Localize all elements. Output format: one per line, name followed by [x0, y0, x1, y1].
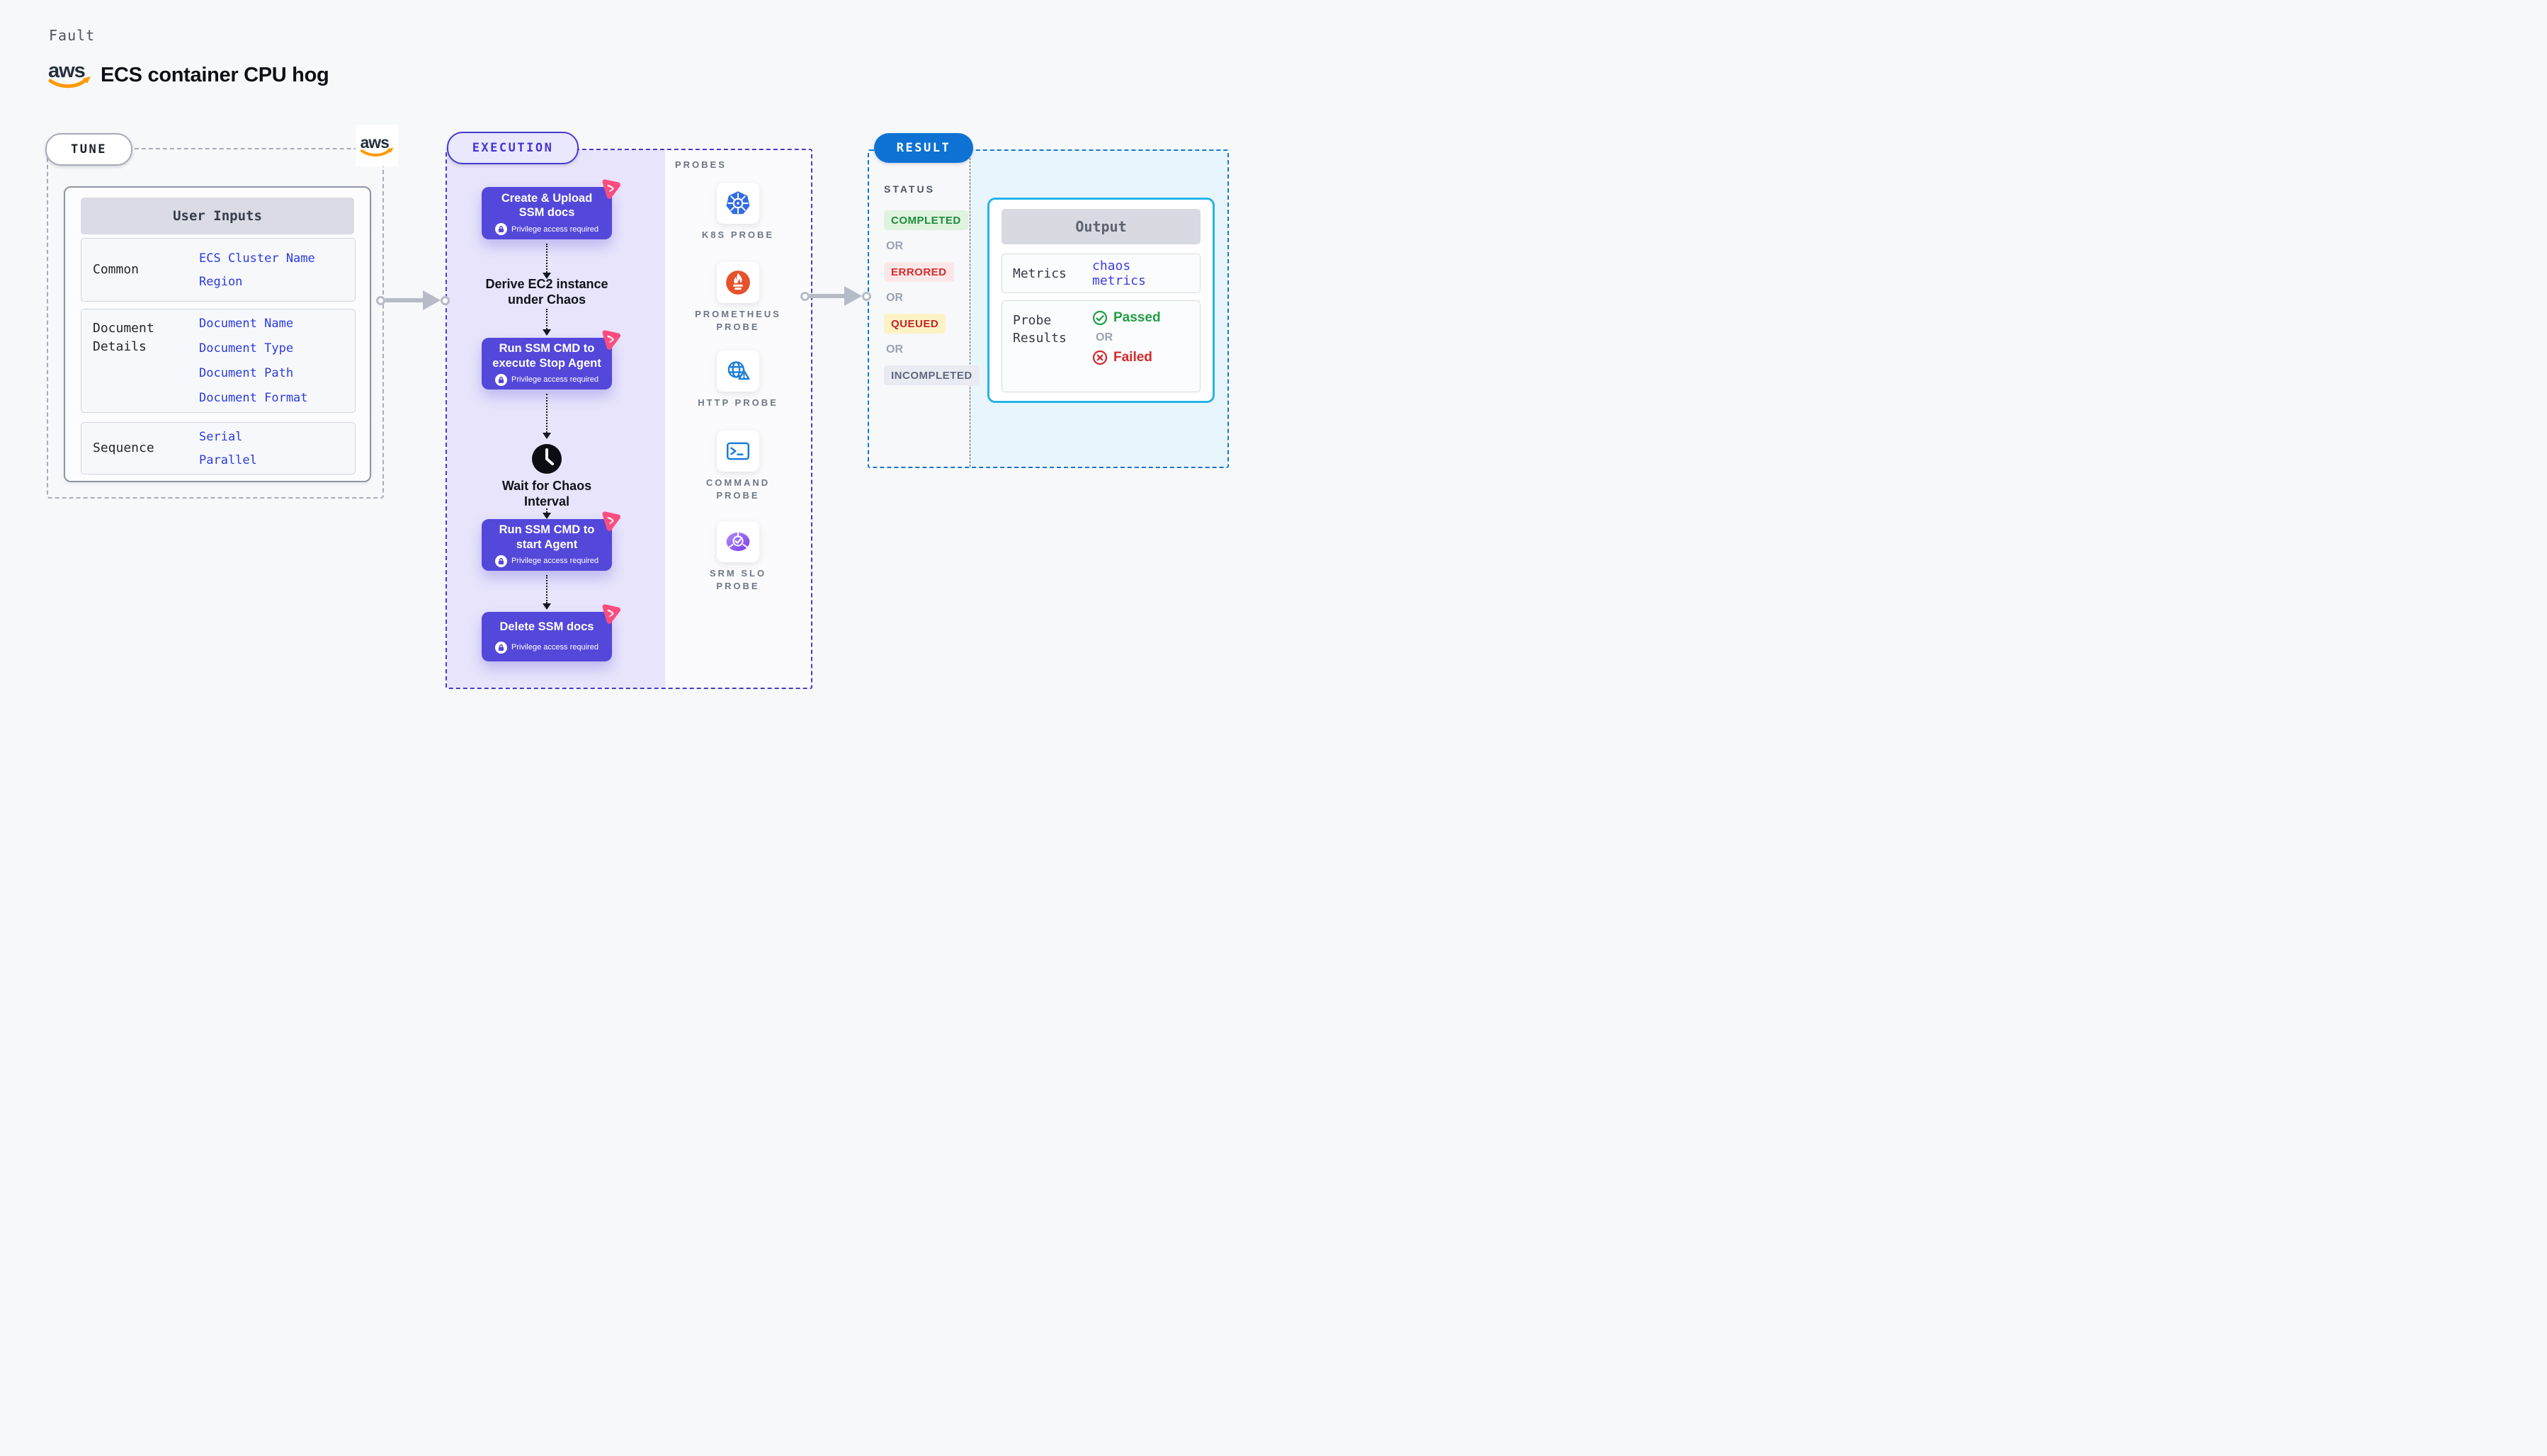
row-label: Sequence — [93, 440, 154, 455]
arrow-down-icon — [543, 244, 551, 279]
input-link[interactable]: Document Name — [199, 317, 294, 331]
page-title: ECS container CPU hog — [101, 64, 329, 86]
privilege-note: Privilege access required — [511, 643, 599, 652]
or-separator: OR — [886, 343, 903, 356]
step-title: Run SSM CMD to start Agent — [499, 523, 595, 551]
input-link[interactable]: Document Format — [199, 391, 308, 405]
result-section: STATUS COMPLETED OR ERRORED OR QUEUED OR… — [868, 149, 1229, 468]
check-circle-icon — [1092, 310, 1108, 326]
probe-label: COMMAND PROBE — [705, 477, 771, 501]
execution-section: Create & Upload SSM docs Privilege acces… — [446, 149, 812, 689]
failed-label: Failed — [1113, 350, 1152, 365]
chaos-badge-icon — [602, 330, 621, 350]
probes-heading: PROBES — [675, 159, 727, 170]
aws-logo-icon: aws — [48, 59, 91, 89]
lock-icon — [495, 641, 508, 654]
status-badge-errored: ERRORED — [884, 262, 954, 282]
passed-label: Passed — [1113, 310, 1161, 325]
step-run-ssm-stop-agent: Run SSM CMD to execute Stop Agent Privil… — [482, 330, 621, 389]
table-row-sequence: Sequence Serial Parallel — [81, 422, 356, 474]
step-title: Run SSM CMD to execute Stop Agent — [492, 342, 601, 370]
output-card: Output Metrics chaos metrics Probe Resul… — [987, 198, 1215, 403]
execution-pill: EXECUTION — [447, 132, 579, 164]
input-link[interactable]: Region — [199, 274, 243, 289]
privilege-note: Privilege access required — [511, 224, 599, 234]
privilege-note: Privilege access required — [511, 375, 599, 385]
input-link[interactable]: Serial — [199, 429, 243, 444]
lock-icon — [495, 554, 508, 567]
chaos-badge-icon — [602, 179, 621, 199]
probes-panel — [665, 150, 811, 686]
probe-label: HTTP PROBE — [698, 397, 778, 408]
step-delete-ssm-docs: Delete SSM docs Privilege access require… — [482, 604, 621, 661]
probe-results-row: Probe Results Passed OR — [1002, 300, 1201, 392]
svg-text:aws: aws — [48, 59, 85, 82]
lock-icon — [495, 223, 508, 236]
or-separator: OR — [886, 292, 903, 304]
probe-label: PROMETHEUS PROBE — [695, 309, 781, 332]
status-badge-completed: COMPLETED — [884, 210, 968, 230]
fault-kicker: Fault — [49, 27, 96, 44]
input-link[interactable]: ECS Cluster Name — [199, 251, 315, 266]
svg-text:aws: aws — [361, 133, 390, 152]
result-pill: RESULT — [874, 133, 973, 163]
step-wait-chaos-interval: Wait for Chaos Interval — [501, 479, 592, 508]
or-separator: OR — [1096, 331, 1113, 343]
metrics-label: Metrics — [1013, 266, 1067, 281]
chaos-badge-icon — [602, 604, 621, 624]
probe-prometheus: PROMETHEUS PROBE — [665, 262, 811, 334]
arrow-down-icon — [543, 508, 551, 519]
step-title: Create & Upload SSM docs — [501, 191, 593, 219]
aws-corner-logo: aws — [356, 125, 398, 166]
row-label: Common — [93, 262, 140, 277]
prometheus-icon — [717, 262, 759, 303]
input-link[interactable]: Parallel — [199, 453, 257, 467]
http-globe-warning-icon — [717, 351, 759, 392]
metrics-row: Metrics chaos metrics — [1002, 254, 1201, 293]
probe-http: HTTP PROBE — [665, 351, 811, 409]
status-heading: STATUS — [884, 183, 935, 195]
probe-k8s: K8S PROBE — [665, 183, 811, 241]
row-label: Document Details — [93, 321, 154, 354]
arrow-down-icon — [543, 575, 551, 610]
or-separator: OR — [886, 240, 903, 252]
lock-icon — [495, 373, 508, 386]
status-badge-queued: QUEUED — [884, 314, 946, 334]
output-header: Output — [1002, 209, 1201, 244]
tune-section — [47, 148, 384, 499]
table-row-document-details: Document Details Document Name Document … — [81, 309, 356, 413]
aws-logo-icon: aws — [361, 133, 394, 157]
step-derive-ec2: Derive EC2 instance under Chaos — [485, 277, 608, 307]
user-inputs-table: User Inputs Common ECS Cluster Name Regi… — [64, 186, 371, 482]
metrics-value-link[interactable]: chaos metrics — [1092, 258, 1146, 288]
slo-gauge-check-icon — [717, 521, 759, 562]
step-create-upload-ssm-docs: Create & Upload SSM docs Privilege acces… — [482, 179, 621, 239]
arrow-down-icon — [543, 309, 551, 336]
step-title: Delete SSM docs — [499, 620, 594, 634]
arrow-down-icon — [543, 394, 551, 439]
tune-pill: TUNE — [45, 133, 132, 166]
chaos-badge-icon — [602, 511, 621, 531]
input-link[interactable]: Document Path — [199, 366, 294, 380]
probe-srm-slo: SRM SLO PROBE — [665, 521, 811, 593]
kubernetes-icon — [717, 183, 759, 224]
arrow-right-icon — [800, 286, 871, 306]
user-inputs-header: User Inputs — [81, 198, 354, 234]
clock-icon — [532, 444, 562, 474]
probe-results-label: Probe Results — [1013, 313, 1067, 346]
arrow-right-icon — [376, 290, 450, 310]
step-run-ssm-start-agent: Run SSM CMD to start Agent Privilege acc… — [482, 511, 621, 571]
fault-diagram: Fault aws ECS container CPU hog TUNE aws… — [0, 0, 1274, 728]
probe-label: SRM SLO PROBE — [709, 568, 767, 591]
probe-label: K8S PROBE — [701, 229, 775, 240]
probe-command: COMMAND PROBE — [665, 431, 811, 502]
status-list: COMPLETED OR ERRORED OR QUEUED OR INCOMP… — [884, 210, 980, 385]
input-link[interactable]: Document Type — [199, 341, 294, 356]
x-circle-icon — [1092, 350, 1108, 365]
execution-flow-panel — [447, 150, 665, 688]
table-row-common: Common ECS Cluster Name Region — [81, 238, 356, 302]
privilege-note: Privilege access required — [511, 557, 599, 566]
status-badge-incompleted: INCOMPLETED — [884, 365, 980, 385]
terminal-icon — [717, 431, 759, 472]
